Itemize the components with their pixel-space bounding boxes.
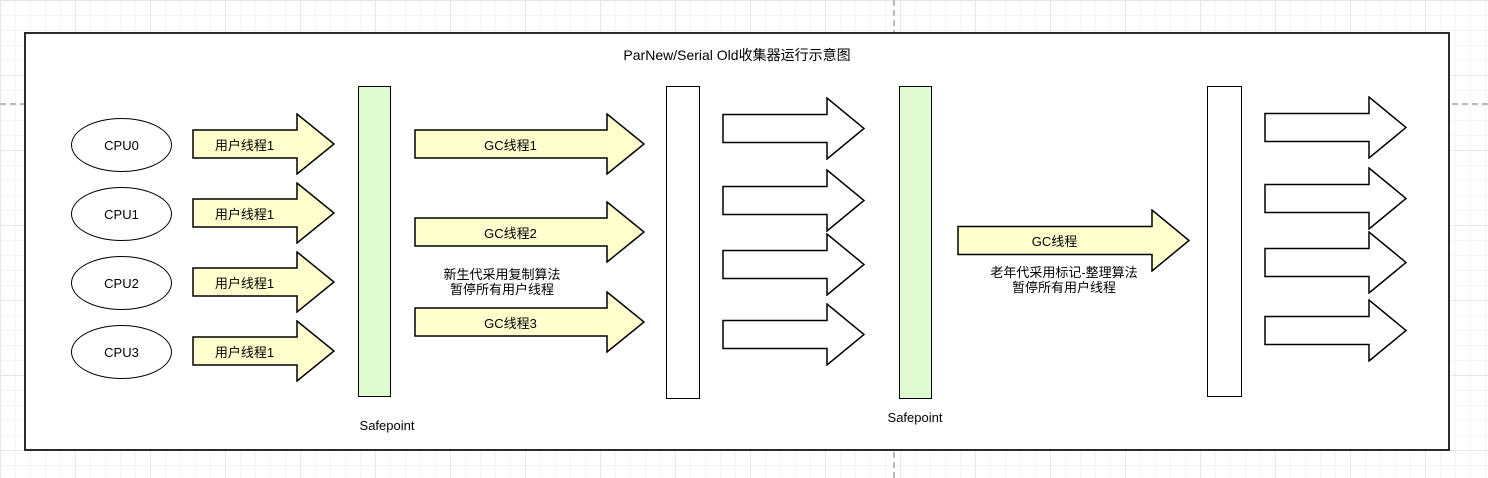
safepoint-label-1: Safepoint [359, 418, 415, 433]
plain-arrow-mid-2[interactable] [722, 169, 865, 232]
arrow-shape [1264, 167, 1407, 230]
safepoint-bar-2[interactable] [899, 86, 932, 399]
cpu3-label: CPU3 [104, 344, 139, 360]
young-gc-note: 新生代采用复制算法 暂停所有用户线程 [402, 267, 602, 297]
young-gc-arrow-1[interactable]: GC线程1 [414, 113, 645, 175]
old-gc-arrow[interactable]: GC线程 [957, 209, 1190, 272]
young-gc-note-line2: 暂停所有用户线程 [449, 282, 554, 297]
arrow-shape [722, 303, 865, 366]
young-gc-arrow-3[interactable]: GC线程3 [414, 291, 645, 353]
old-gc-note-line1: 老年代采用标记-整理算法 [990, 265, 1138, 280]
divider-bar-2[interactable] [1207, 86, 1242, 397]
arrow-shape [414, 291, 645, 353]
plain-arrow-right-3[interactable] [1264, 231, 1407, 294]
safepoint-label-2: Safepoint [887, 410, 943, 425]
plain-arrow-right-2[interactable] [1264, 167, 1407, 230]
user-thread-arrow-3[interactable]: 用户线程1 [192, 251, 335, 313]
arrow-shape [722, 233, 865, 296]
arrow-shape [722, 169, 865, 232]
arrow-shape [192, 182, 335, 244]
cpu1-label: CPU1 [104, 206, 139, 222]
diagram-title: ParNew/Serial Old收集器运行示意图 [623, 47, 851, 63]
plain-arrow-mid-4[interactable] [722, 303, 865, 366]
young-gc-note-line1: 新生代采用复制算法 [443, 267, 561, 282]
young-gc-arrow-2[interactable]: GC线程2 [414, 201, 645, 263]
arrow-shape [722, 97, 865, 160]
plain-arrow-mid-3[interactable] [722, 233, 865, 296]
cpu0-label: CPU0 [104, 137, 139, 153]
arrow-shape [192, 251, 335, 313]
user-thread-arrow-1[interactable]: 用户线程1 [192, 113, 335, 175]
cpu3-node[interactable]: CPU3 [71, 325, 172, 379]
plain-arrow-mid-1[interactable] [722, 97, 865, 160]
diagram-frame: ParNew/Serial Old收集器运行示意图 CPU0 CPU1 CPU2… [24, 32, 1450, 451]
cpu2-node[interactable]: CPU2 [71, 256, 172, 310]
cpu0-node[interactable]: CPU0 [71, 118, 172, 172]
arrow-shape [1264, 231, 1407, 294]
arrow-shape [192, 113, 335, 175]
user-thread-arrow-2[interactable]: 用户线程1 [192, 182, 335, 244]
plain-arrow-right-1[interactable] [1264, 96, 1407, 159]
arrow-shape [192, 320, 335, 382]
safepoint-bar-1[interactable] [358, 86, 391, 397]
arrow-shape [1264, 299, 1407, 362]
arrow-shape [1264, 96, 1407, 159]
arrow-shape [414, 201, 645, 263]
cpu2-label: CPU2 [104, 275, 139, 291]
divider-bar-1[interactable] [666, 86, 700, 399]
plain-arrow-right-4[interactable] [1264, 299, 1407, 362]
cpu1-node[interactable]: CPU1 [71, 187, 172, 241]
old-gc-note-line2: 暂停所有用户线程 [1011, 280, 1116, 295]
arrow-shape [957, 209, 1190, 272]
old-gc-note: 老年代采用标记-整理算法 暂停所有用户线程 [954, 265, 1174, 295]
user-thread-arrow-4[interactable]: 用户线程1 [192, 320, 335, 382]
arrow-shape [414, 113, 645, 175]
